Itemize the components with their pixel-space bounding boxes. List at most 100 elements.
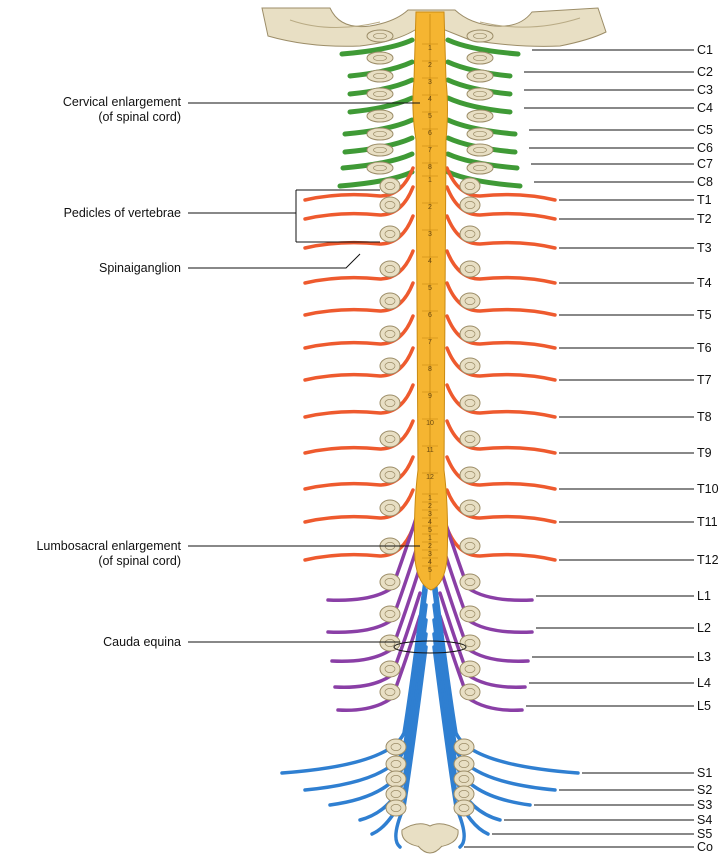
nerve-label-t10: T10 [697, 482, 719, 496]
cord-segment-0-6: 7 [428, 147, 432, 154]
cord-segment-0-2: 3 [428, 79, 432, 86]
pedicle-t2-left [380, 197, 400, 213]
pedicle-c6-right [467, 128, 493, 140]
nerve-label-c8: C8 [697, 175, 713, 189]
pedicle-t9-left [380, 431, 400, 447]
nerve-label-c3: C3 [697, 83, 713, 97]
cervical-enlargement-label: Cervical enlargement [63, 95, 182, 109]
pedicle-t6-left [380, 326, 400, 342]
cord-segment-2-5: 1 [428, 535, 432, 542]
nerve-label-l1: L1 [697, 589, 711, 603]
cord-segment-0-5: 6 [428, 130, 432, 137]
nerve-label-s2: S2 [697, 783, 712, 797]
cord-segment-1-6: 7 [428, 339, 432, 346]
nerve-l1-left [328, 506, 420, 600]
pedicle-l5-left [380, 684, 400, 700]
cord-segment-1-5: 6 [428, 312, 432, 319]
pedicle-l3-left [380, 635, 400, 651]
nerve-label-t11: T11 [697, 515, 718, 529]
nerve-label-s5: S5 [697, 827, 712, 841]
pedicle-t4-right [460, 261, 480, 277]
pedicle-c3-left [367, 70, 393, 82]
spinal-ganglion-label: Spinaiganglion [99, 261, 181, 275]
coccyx-tip [418, 846, 442, 853]
pedicle-l4-left [380, 661, 400, 677]
pedicle-l2-right [460, 606, 480, 622]
nerve-label-c2: C2 [697, 65, 713, 79]
pedicle-c7-left [367, 144, 393, 156]
nerve-label-t1: T1 [697, 193, 712, 207]
cord-segment-1-0: 1 [428, 177, 432, 184]
cord-segment-1-10: 11 [426, 447, 433, 454]
pedicle-s3-right [454, 771, 474, 787]
pedicle-t11-right [460, 500, 480, 516]
spinal-ganglion-leader [188, 254, 360, 268]
lumbosacral-enlargement-label: Lumbosacral enlargement [36, 539, 181, 553]
nerve-label-t8: T8 [697, 410, 712, 424]
pedicle-t8-right [460, 395, 480, 411]
cord-segment-2-6: 2 [428, 543, 432, 550]
cord-segment-2-8: 4 [428, 559, 432, 566]
pedicles-leader [188, 190, 380, 242]
cord-segment-2-7: 3 [428, 551, 432, 558]
cord-segment-0-4: 5 [428, 113, 432, 120]
pedicle-s1-right [454, 739, 474, 755]
pedicle-s5-left [386, 800, 406, 816]
pedicle-t3-right [460, 226, 480, 242]
pedicle-t2-right [460, 197, 480, 213]
pedicle-l4-right [460, 661, 480, 677]
pedicle-t7-left [380, 358, 400, 374]
pedicle-c5-left [367, 110, 393, 122]
cord-segment-2-3: 4 [428, 519, 432, 526]
pedicle-c6-left [367, 128, 393, 140]
nerve-label-t5: T5 [697, 308, 712, 322]
pedicle-l2-left [380, 606, 400, 622]
pedicle-s2-left [386, 756, 406, 772]
nerve-label-s3: S3 [697, 798, 712, 812]
cord-segment-1-3: 4 [428, 258, 432, 265]
pedicle-t8-left [380, 395, 400, 411]
pedicle-s1-left [386, 739, 406, 755]
nerve-label-t7: T7 [697, 373, 712, 387]
nerve-label-l4: L4 [697, 676, 711, 690]
pedicle-c1-right [467, 30, 493, 42]
nerve-label-t4: T4 [697, 276, 712, 290]
pedicle-c5-right [467, 110, 493, 122]
cord-segment-2-2: 3 [428, 511, 432, 518]
coccyx [402, 824, 458, 848]
nerve-label-l2: L2 [697, 621, 711, 635]
cord-segment-2-0: 1 [428, 495, 432, 502]
cord-segment-0-1: 2 [428, 62, 432, 69]
cord-segment-2-9: 5 [428, 567, 432, 574]
pedicle-c3-right [467, 70, 493, 82]
pedicle-c8-right [467, 162, 493, 174]
pedicle-c8-left [367, 162, 393, 174]
nerve-label-s4: S4 [697, 813, 712, 827]
nerve-label-l3: L3 [697, 650, 711, 664]
nerve-label-t3: T3 [697, 241, 712, 255]
pedicle-t10-left [380, 467, 400, 483]
cord-segment-0-7: 8 [428, 164, 432, 171]
pedicle-c1-left [367, 30, 393, 42]
pedicle-t11-left [380, 500, 400, 516]
cord-segment-2-1: 2 [428, 503, 432, 510]
cord-segment-1-1: 2 [428, 204, 432, 211]
pedicle-s3-left [386, 771, 406, 787]
pedicle-l5-right [460, 684, 480, 700]
nerve-l1-right [440, 506, 532, 600]
pedicle-c7-right [467, 144, 493, 156]
pedicle-t4-left [380, 261, 400, 277]
nerve-label-co: Co [697, 840, 713, 854]
pedicle-t5-right [460, 293, 480, 309]
cord-segment-1-9: 10 [426, 420, 434, 427]
pedicle-t7-right [460, 358, 480, 374]
pedicle-l1-left [380, 574, 400, 590]
nerve-label-c6: C6 [697, 141, 713, 155]
cord-segment-1-2: 3 [428, 231, 432, 238]
left-annotations: Cervical enlargement (of spinal cord) Pe… [36, 95, 466, 653]
pedicle-c4-right [467, 88, 493, 100]
cord-segment-1-11: 12 [426, 474, 434, 481]
nerve-label-t6: T6 [697, 341, 712, 355]
lumbosacral-enlargement-sublabel: (of spinal cord) [98, 554, 181, 568]
